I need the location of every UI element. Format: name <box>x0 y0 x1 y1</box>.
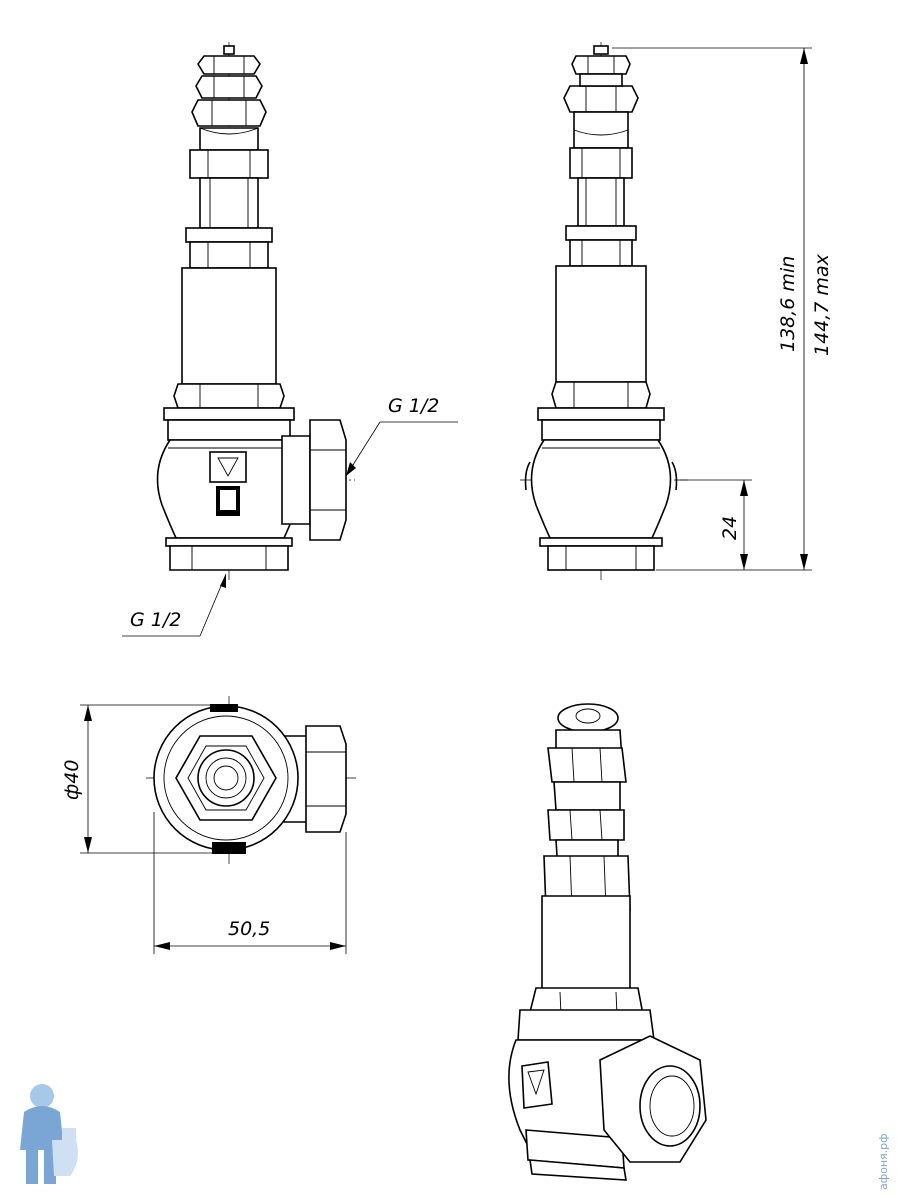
width-label: 50,5 <box>228 918 270 940</box>
thread-side-callout: G 1/2 <box>345 395 458 477</box>
thread-side-label: G 1/2 <box>388 395 439 417</box>
front-view <box>156 42 355 580</box>
outlet-height-dimension: 24 <box>680 479 752 570</box>
thread-bottom-callout: G 1/2 <box>122 573 227 637</box>
top-view <box>146 696 356 866</box>
isometric-view <box>508 703 707 1181</box>
plumber-mascot-icon <box>20 1084 78 1184</box>
side-view <box>520 42 690 580</box>
height-min-label: 138,6 min <box>777 256 799 352</box>
watermark-text: афоня.рф <box>877 1133 890 1190</box>
outlet-height-label: 24 <box>719 516 741 540</box>
thread-bottom-label: G 1/2 <box>130 609 181 631</box>
height-dimension: 138,6 min 144,7 max <box>612 47 833 571</box>
width-dimension: 50,5 <box>153 812 347 954</box>
diameter-dimension: ф40 <box>61 704 212 854</box>
height-max-label: 144,7 max <box>811 253 833 356</box>
diameter-label: ф40 <box>61 760 83 800</box>
